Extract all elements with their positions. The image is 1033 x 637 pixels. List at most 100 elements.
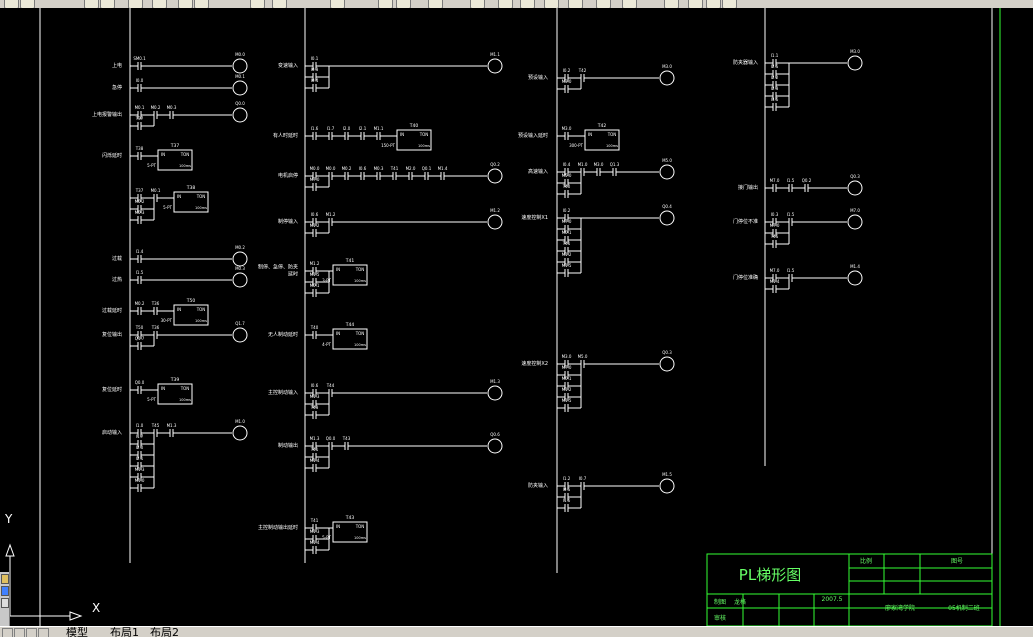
rung-comment: 过载延时: [102, 307, 122, 314]
properties-icon[interactable]: [378, 0, 393, 8]
timer-base: 100ms: [179, 164, 191, 168]
prev-tab-button[interactable]: [14, 628, 25, 637]
print-icon[interactable]: [100, 0, 115, 8]
contact-label: M1.1: [374, 126, 384, 131]
contact-label: T40: [310, 325, 319, 330]
zoom-icon[interactable]: [722, 0, 737, 8]
output-coil: [232, 272, 248, 288]
rung-comment: 上电: [112, 62, 122, 69]
timer-box: [173, 304, 209, 326]
new-icon[interactable]: [470, 0, 485, 8]
contact-label: M0.2: [135, 199, 145, 204]
timer-pt: 5-PT: [322, 535, 331, 540]
output-coil: [659, 210, 675, 226]
timer-box: [157, 149, 193, 171]
coil-label: Q0.4: [662, 204, 672, 209]
next-tab-button[interactable]: [26, 628, 37, 637]
contact-label: I1.6: [563, 498, 571, 503]
rung-comment: 过载: [112, 255, 122, 262]
timer-box: [332, 328, 368, 350]
new-icon[interactable]: [4, 0, 19, 8]
copy-icon[interactable]: [596, 0, 611, 8]
contact-label: I1.6: [311, 126, 319, 131]
layer-icon[interactable]: [396, 0, 411, 8]
output-coil: [487, 438, 503, 454]
contact-label: M2.0: [406, 166, 416, 171]
contact-label: M3.0: [594, 162, 604, 167]
timer-pt: 30-PT: [161, 318, 173, 323]
pan-icon[interactable]: [706, 0, 721, 8]
paste-icon[interactable]: [178, 0, 193, 8]
drawing-title: PL梯形图: [739, 566, 801, 584]
contact-label: I0.0: [136, 78, 144, 83]
output-coil: [847, 270, 863, 286]
redo-icon[interactable]: [688, 0, 703, 8]
contact-label: T43: [310, 405, 319, 410]
contact-label: I3.6: [771, 97, 779, 102]
redo-icon[interactable]: [250, 0, 265, 8]
contact-label: I1.5: [136, 270, 144, 275]
contact-label: M0.1: [135, 105, 145, 110]
contact-label: M1.5: [562, 398, 572, 403]
cut-icon[interactable]: [128, 0, 143, 8]
timer-in: IN: [336, 267, 340, 272]
help-icon[interactable]: [1, 598, 9, 608]
contact-label: I0.6: [311, 212, 319, 217]
tab-layout2[interactable]: 布局2: [150, 626, 179, 637]
rung-comment: 有人时延时: [273, 132, 298, 139]
copy-icon[interactable]: [152, 0, 167, 8]
contact-label: M3.0: [562, 79, 572, 84]
timer-name: T40: [409, 123, 419, 129]
pan-icon[interactable]: [272, 0, 287, 8]
first-tab-button[interactable]: [2, 628, 13, 637]
print-icon[interactable]: [544, 0, 559, 8]
zoom-icon[interactable]: [330, 0, 345, 8]
rung-comment: 制停、急停、防夹: [258, 264, 298, 271]
contact-label: M1.3: [167, 423, 177, 428]
rung-comment: 防夹输入: [528, 482, 548, 489]
coil-label: Q0.0: [235, 101, 245, 106]
rung-comment: 电机启停: [278, 172, 298, 179]
timer-pt: 5-PT: [163, 205, 172, 210]
contact-label: SM0.1: [133, 56, 146, 61]
rung-comment: 速度控制X2: [521, 360, 548, 367]
contact-label: T38: [135, 146, 144, 151]
tab-layout1[interactable]: 布局1: [110, 626, 139, 637]
output-coil: [487, 168, 503, 184]
timer-in: IN: [177, 194, 181, 199]
cut-icon[interactable]: [568, 0, 583, 8]
last-tab-button[interactable]: [38, 628, 49, 637]
class: 05机制二班: [948, 604, 980, 612]
coil-label: M5.0: [662, 158, 672, 163]
undo-icon[interactable]: [194, 0, 209, 8]
tab-model[interactable]: 模型: [66, 626, 88, 637]
paste-icon[interactable]: [622, 0, 637, 8]
undo-icon[interactable]: [664, 0, 679, 8]
timer-box: [584, 129, 620, 151]
timer-type: TON: [180, 386, 190, 391]
timer-box: [173, 191, 209, 213]
rung-comment: 急停: [112, 84, 122, 91]
timer-type: TON: [180, 152, 190, 157]
save-icon[interactable]: [84, 0, 99, 8]
layer-icon[interactable]: [1, 574, 9, 584]
save-icon[interactable]: [520, 0, 535, 8]
contact-label: M1.4: [438, 166, 448, 171]
open-icon[interactable]: [498, 0, 513, 8]
contact-label: I0.4: [311, 78, 319, 83]
timer-pt: 5-PT: [147, 163, 156, 168]
contact-label: M1.2: [562, 387, 572, 392]
contact-label: M1.5: [310, 272, 320, 277]
check-label: 审核: [714, 614, 726, 622]
rung-comment: 门停位不准: [733, 218, 758, 225]
rung-comment: 闪烁延时: [102, 152, 122, 159]
contact-label: I1.7: [327, 126, 335, 131]
contact-label: I2.0: [136, 445, 144, 450]
properties-icon[interactable]: [1, 586, 9, 596]
help-icon[interactable]: [428, 0, 443, 8]
contact-label: I0.2: [563, 68, 571, 73]
open-icon[interactable]: [20, 0, 35, 8]
coil-label: M0.3: [235, 266, 245, 271]
contact-label: I0.7: [579, 476, 587, 481]
